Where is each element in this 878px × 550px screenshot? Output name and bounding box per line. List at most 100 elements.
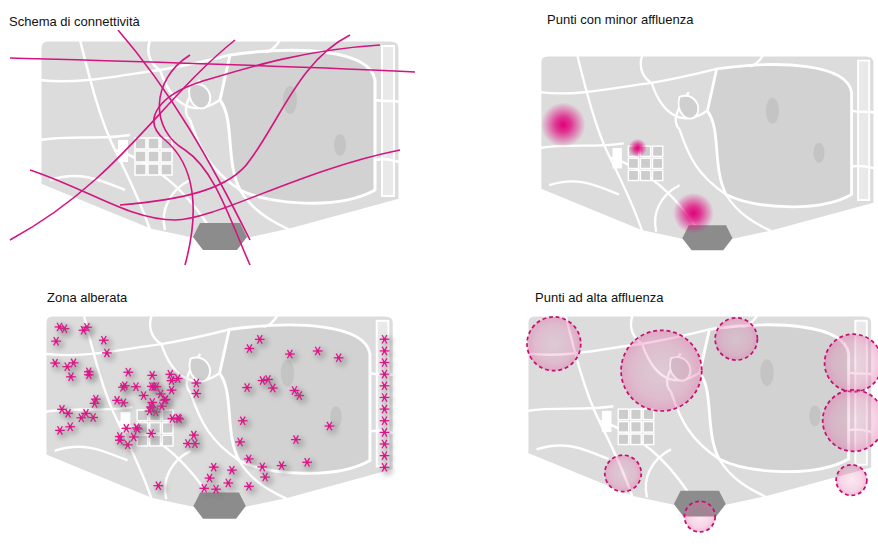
tree-crown <box>247 485 250 488</box>
tree-crown <box>214 488 217 491</box>
arena-grid <box>148 151 159 162</box>
park-path <box>652 83 708 118</box>
avenue-strip <box>858 61 869 201</box>
pond <box>190 358 211 382</box>
tree-symbol <box>55 426 69 439</box>
park-ground <box>45 315 394 514</box>
tree-crown <box>203 487 206 490</box>
park-path <box>852 111 875 113</box>
arena-grid <box>643 434 654 445</box>
tree-symbol <box>84 371 98 384</box>
park-path <box>749 55 763 66</box>
high-traffic-zone <box>823 390 878 451</box>
arena-grid <box>161 151 172 162</box>
tree-crown <box>105 351 108 354</box>
tree-crown <box>69 375 72 378</box>
tree-crown <box>127 371 130 374</box>
tree-crown <box>247 457 250 460</box>
pond <box>281 360 295 387</box>
tree-symbol <box>209 463 223 476</box>
tree-crown <box>246 386 249 389</box>
arena-grid <box>618 434 629 445</box>
tree-symbol <box>235 438 249 451</box>
park-map <box>40 40 400 250</box>
tree-crown <box>271 387 274 390</box>
park-ground <box>527 315 873 512</box>
arena-grid <box>643 409 654 420</box>
tree-symbol <box>132 424 146 437</box>
tree-crown <box>94 398 97 401</box>
pond <box>760 359 773 386</box>
pond <box>189 84 210 108</box>
tree-symbol <box>147 398 161 411</box>
panel-title: Zona alberata <box>44 290 130 306</box>
connectivity-line <box>120 35 350 205</box>
arena-grid <box>135 164 146 175</box>
park-map <box>540 55 875 250</box>
tree-crown <box>135 426 138 429</box>
tree-crown <box>280 464 283 467</box>
connectivity-line <box>118 30 250 240</box>
tree-crown <box>230 469 233 472</box>
tree-crown <box>383 338 386 341</box>
panel-title: Schema di connettività <box>6 14 143 30</box>
tree-crown <box>328 424 331 427</box>
high-traffic-zone <box>836 465 867 496</box>
low-traffic-spot <box>628 139 647 158</box>
meadow-area <box>220 325 370 473</box>
tree-symbol <box>334 354 348 367</box>
tree-crown <box>151 401 154 404</box>
tree-crown <box>177 416 180 419</box>
tree-symbol <box>51 337 65 350</box>
tree-symbol <box>380 451 394 464</box>
tree-crown <box>102 339 105 342</box>
panel-title: Punti ad alta affluenza <box>532 290 666 306</box>
tree-crown <box>60 408 63 411</box>
high-traffic-zone <box>684 501 715 532</box>
avenue-strip <box>377 321 389 467</box>
arena-grid <box>148 138 159 149</box>
pond <box>809 405 821 426</box>
tree-symbol <box>380 358 394 371</box>
park-path <box>84 315 152 499</box>
tree-crown <box>176 377 179 380</box>
tree-symbol <box>257 463 271 476</box>
tree-symbol <box>81 409 95 422</box>
park-path <box>537 445 609 459</box>
tree-crown <box>337 356 340 359</box>
tree-symbol <box>380 405 394 418</box>
tree-crown <box>241 419 244 422</box>
park-path <box>190 120 240 190</box>
park-path <box>726 195 773 232</box>
low-traffic-spot <box>541 102 586 147</box>
tree-symbol <box>99 336 113 349</box>
tree-crown <box>125 427 128 430</box>
building <box>613 148 622 168</box>
tree-crown <box>116 399 119 402</box>
tree-symbol <box>55 323 69 336</box>
arena-grid <box>148 164 159 175</box>
tree-symbol <box>223 479 237 492</box>
tree-symbol <box>242 383 256 396</box>
park-map <box>527 315 878 532</box>
tree-crown <box>383 454 386 457</box>
tree-crown <box>195 392 198 395</box>
tree-symbol <box>325 422 339 435</box>
park-ground <box>540 55 875 246</box>
park-path <box>852 166 875 169</box>
tree-symbol <box>227 466 241 479</box>
tree-symbol <box>153 481 167 494</box>
tree-crown <box>87 373 90 376</box>
tree-symbol <box>380 335 394 348</box>
arena-grid <box>135 151 146 162</box>
tree-symbol <box>165 370 179 383</box>
tree-crown <box>383 442 386 445</box>
arena-grid <box>631 409 642 420</box>
tree-crown <box>383 373 386 376</box>
tree-crown <box>239 440 242 443</box>
low-traffic-spot <box>673 193 714 234</box>
panel-title: Punti con minor affluenza <box>544 12 696 28</box>
tree-symbol <box>211 485 225 498</box>
tree-symbol <box>277 461 291 474</box>
